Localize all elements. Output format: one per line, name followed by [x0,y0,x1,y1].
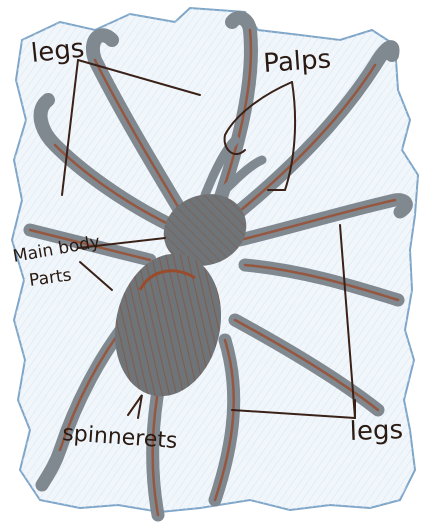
label-legs-bottom: legs [349,415,403,447]
label-legs-top: legs [30,34,86,69]
label-palps: Palps [262,44,332,79]
